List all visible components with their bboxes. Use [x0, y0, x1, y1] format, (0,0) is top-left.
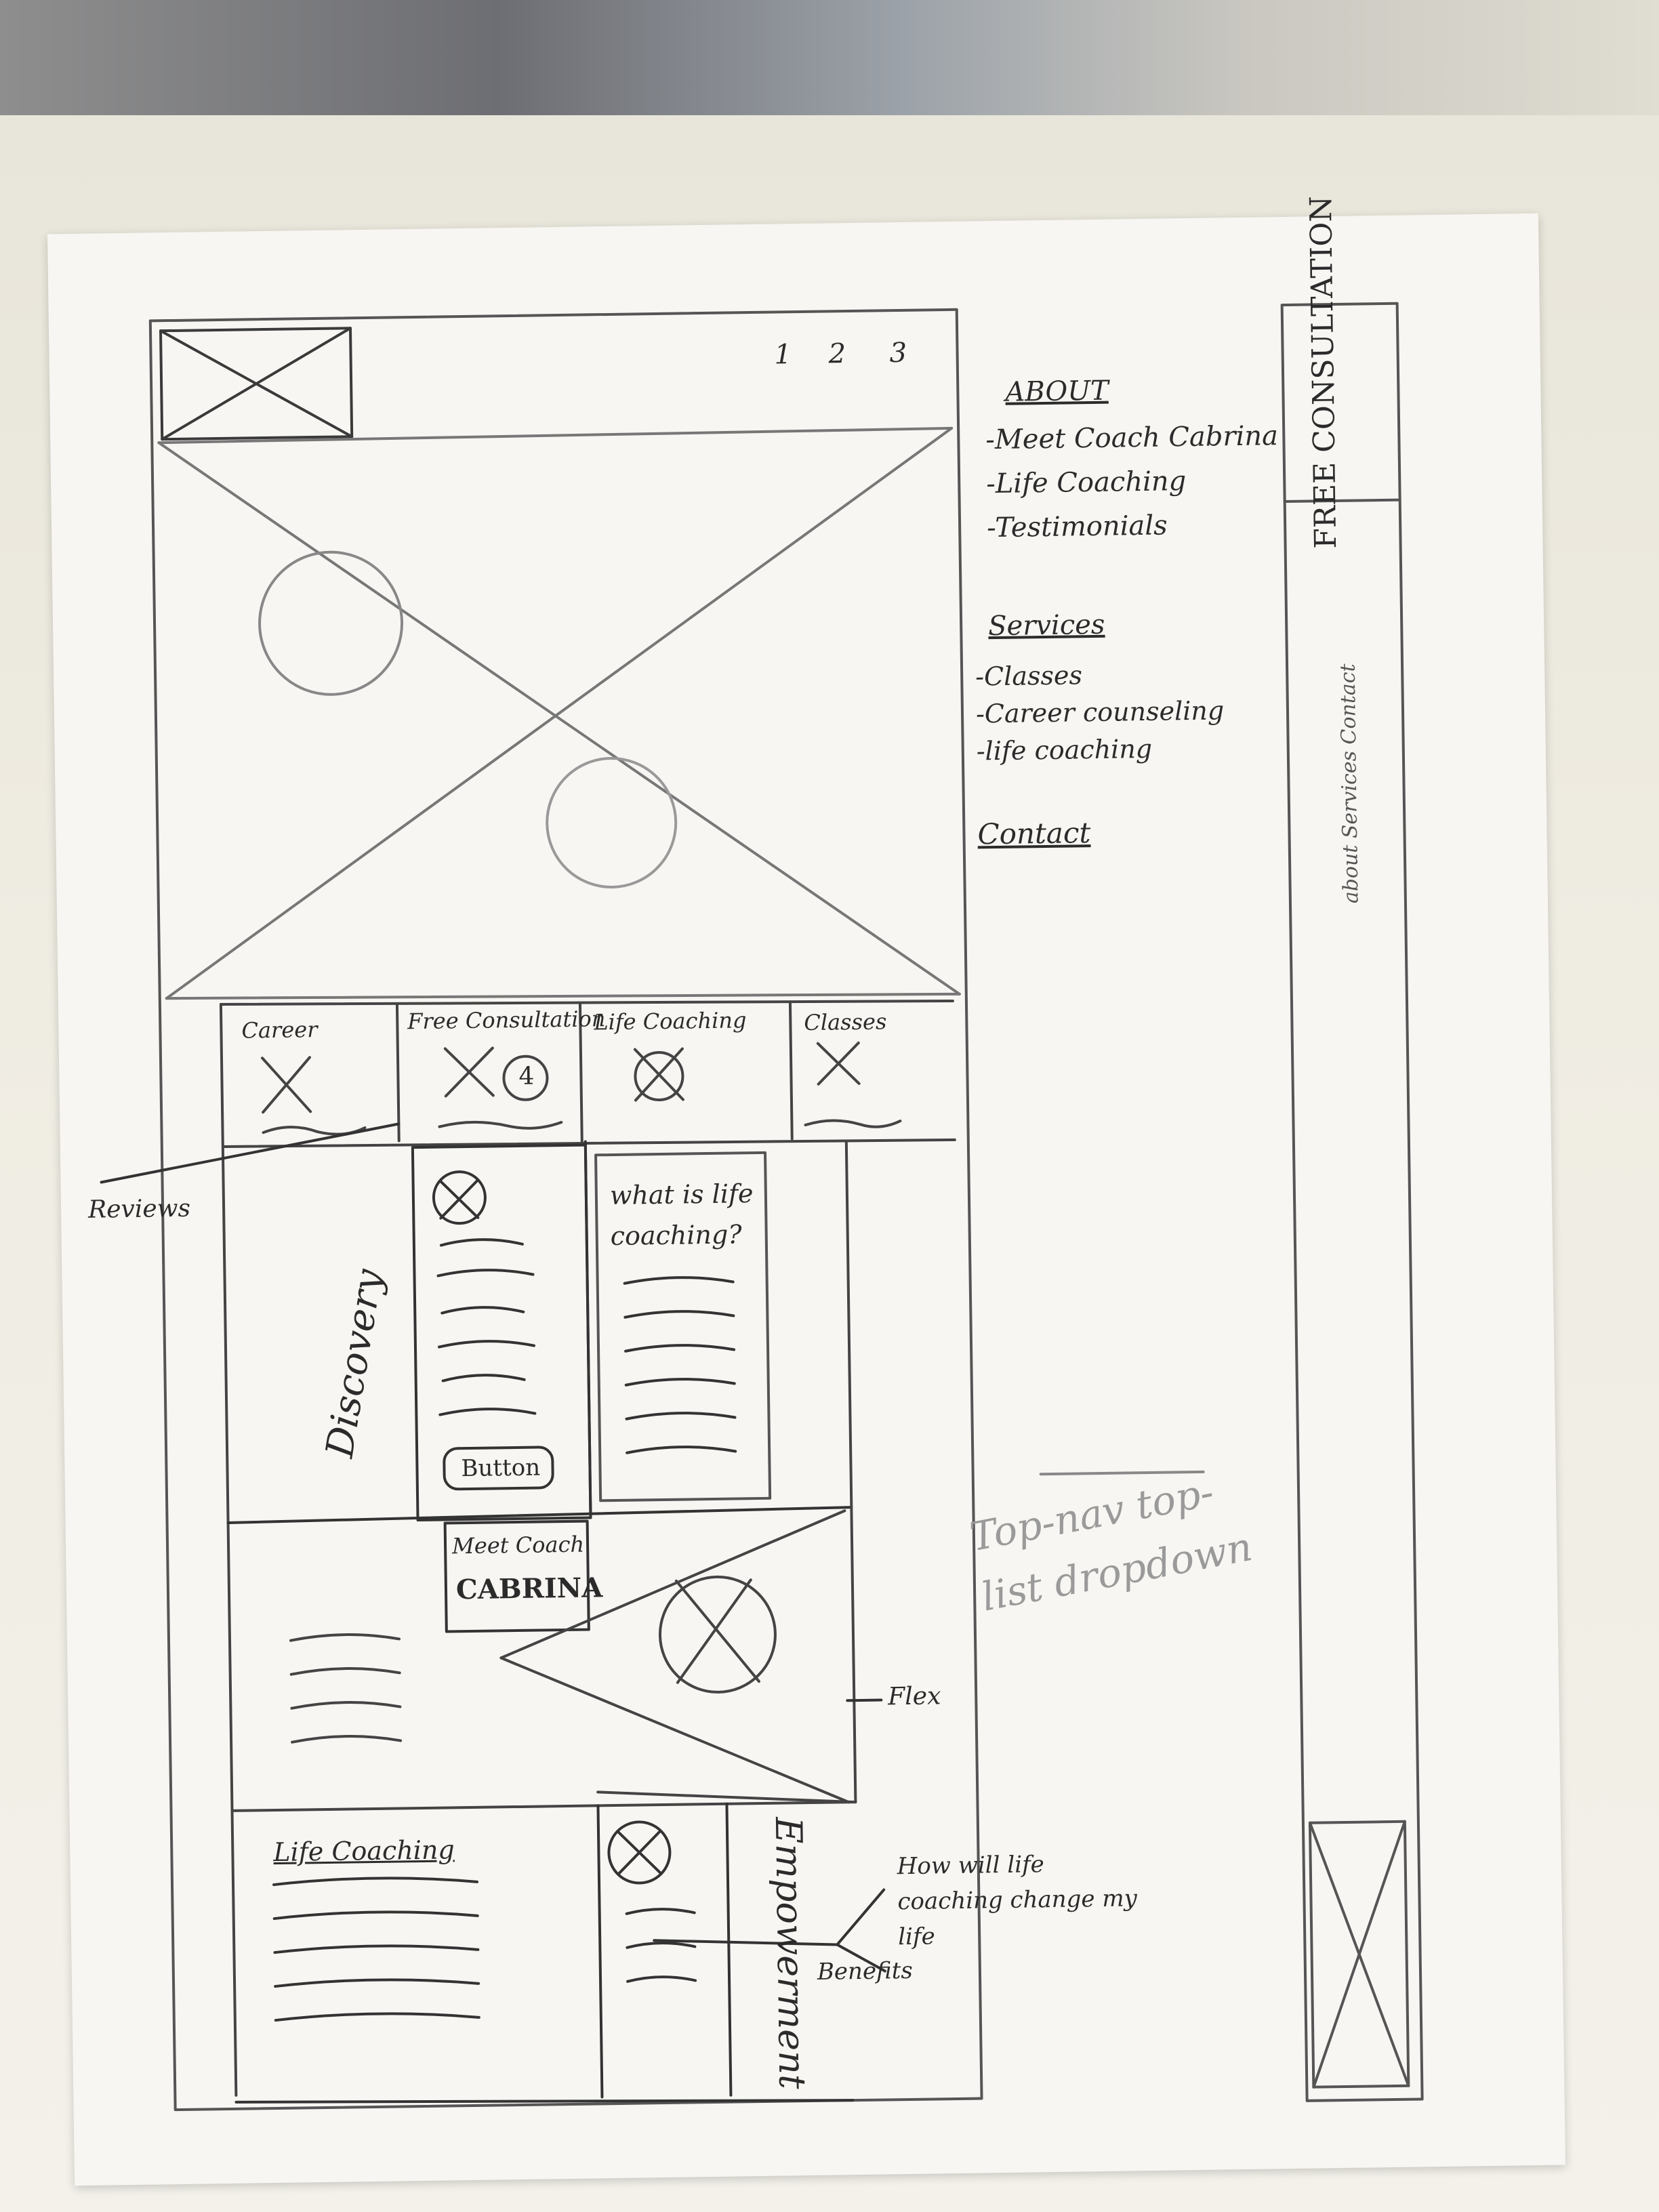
header-number-1: 1 [774, 339, 792, 371]
flex-image-section [230, 1140, 857, 1812]
button-label: Button [461, 1454, 541, 1483]
sitemap-about-item: -Meet Coach Cabrina [985, 420, 1279, 456]
middle-section [226, 1140, 853, 1633]
sitemap-services-item: -Classes [975, 660, 1083, 692]
main-frame [148, 308, 983, 2112]
sitemap-about-item: -Testimonials [986, 510, 1168, 544]
annotation-arrows [100, 1122, 1205, 1973]
tile-label: Life Coaching [594, 1007, 747, 1036]
annotation-how-will: How will life coaching change my life [897, 1851, 1138, 1951]
sitemap-about-item: -Life Coaching [985, 466, 1187, 500]
header-number-3: 3 [889, 337, 907, 369]
meet-coach-label: Meet Coach [451, 1531, 585, 1559]
life-coaching-heading: Life Coaching [273, 1835, 455, 1868]
sitemap-services-item: -life coaching [976, 733, 1153, 766]
tiles-row [219, 999, 956, 2097]
sitemap-services-heading: Services [987, 609, 1105, 642]
annotation-flex: Flex [887, 1682, 941, 1711]
tile-label: Classes [804, 1008, 887, 1036]
hero-image-placeholder [157, 426, 961, 1000]
meet-coach-name: CABRINA [455, 1572, 603, 1606]
sketch-paper: 1 2 3 ABOUT -Meet Coach Cabrina -Life Co… [47, 195, 1565, 2186]
sidebar-cta: FREE CONSULTATION [1303, 195, 1344, 550]
sitemap-about-heading: ABOUT [1005, 375, 1109, 408]
sitemap-services-item: -Career counseling [975, 695, 1225, 729]
logo-placeholder [159, 327, 354, 441]
sidebar-frame [1280, 302, 1424, 2102]
tile-label: Career [241, 1017, 318, 1044]
sitemap-contact-heading: Contact [977, 816, 1091, 851]
what-is-title: what is life coaching? [609, 1179, 754, 1252]
empowerment-label: Empowerment [766, 1816, 814, 2090]
bottom-section [234, 1802, 855, 2104]
annotation-benefits: Benefits [817, 1957, 914, 1986]
meet-coach-box [443, 1519, 590, 1633]
cta-button [443, 1446, 554, 1491]
background-top [0, 0, 1659, 115]
tile-badge: 4 [518, 1062, 535, 1090]
wireframe-drawing [100, 302, 1424, 2112]
annotation-reviews: Reviews [87, 1194, 191, 1224]
tile-label: Free Consultation [407, 1006, 606, 1035]
sidebar-nav: about Services Contact [1336, 663, 1364, 904]
header-number-2: 2 [828, 338, 846, 370]
